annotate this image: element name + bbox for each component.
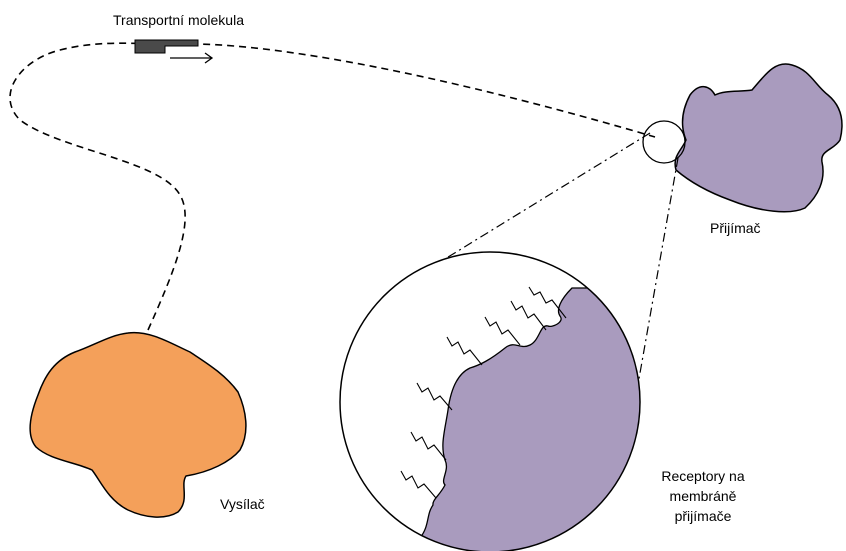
receptors-label-line1: Receptory na (648, 466, 758, 486)
zoom-line-left (440, 133, 650, 262)
receptors-label-line3: přijímače (648, 506, 758, 526)
receiver-label: Přijímač (710, 220, 761, 236)
receiver-shape (675, 64, 842, 212)
sender-shape (30, 333, 246, 518)
sender-label: Vysílač (220, 496, 265, 512)
zoom-line-right (637, 158, 678, 390)
direction-arrow-icon (170, 53, 212, 63)
receptors-label-line2: membráně (648, 486, 758, 506)
transport-molecule-label: Transportní molekula (113, 12, 244, 28)
membrane-zoom (340, 252, 660, 551)
receptors-label: Receptory na membráně přijímače (648, 466, 758, 526)
transport-molecule-shape (135, 40, 198, 53)
focus-circle (643, 121, 685, 163)
